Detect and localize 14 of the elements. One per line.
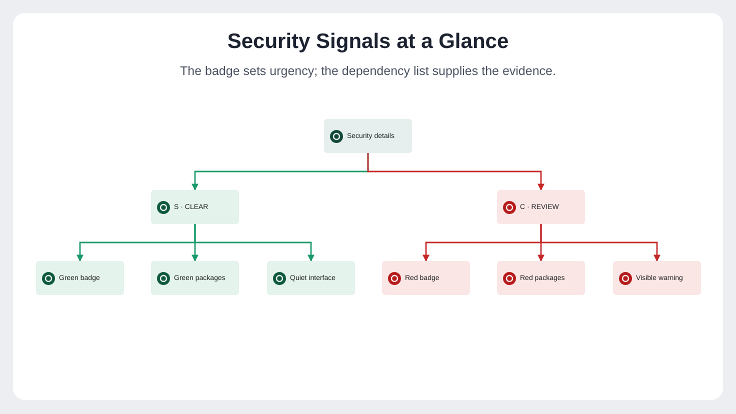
arrow	[194, 224, 314, 262]
process-box	[497, 261, 585, 295]
process-box	[497, 190, 585, 224]
process-box	[324, 119, 412, 153]
process-box	[267, 261, 355, 295]
process-box	[36, 261, 124, 295]
process-box	[151, 261, 239, 295]
arrow	[540, 224, 660, 262]
process-box	[382, 261, 470, 295]
arrow	[367, 153, 544, 191]
title: Security Signals at a Glance	[226, 30, 510, 54]
process-box	[151, 190, 239, 224]
process-box	[613, 261, 701, 295]
subtitle: The badge sets urgency; the dependency list supplies the evidence.	[179, 64, 557, 78]
